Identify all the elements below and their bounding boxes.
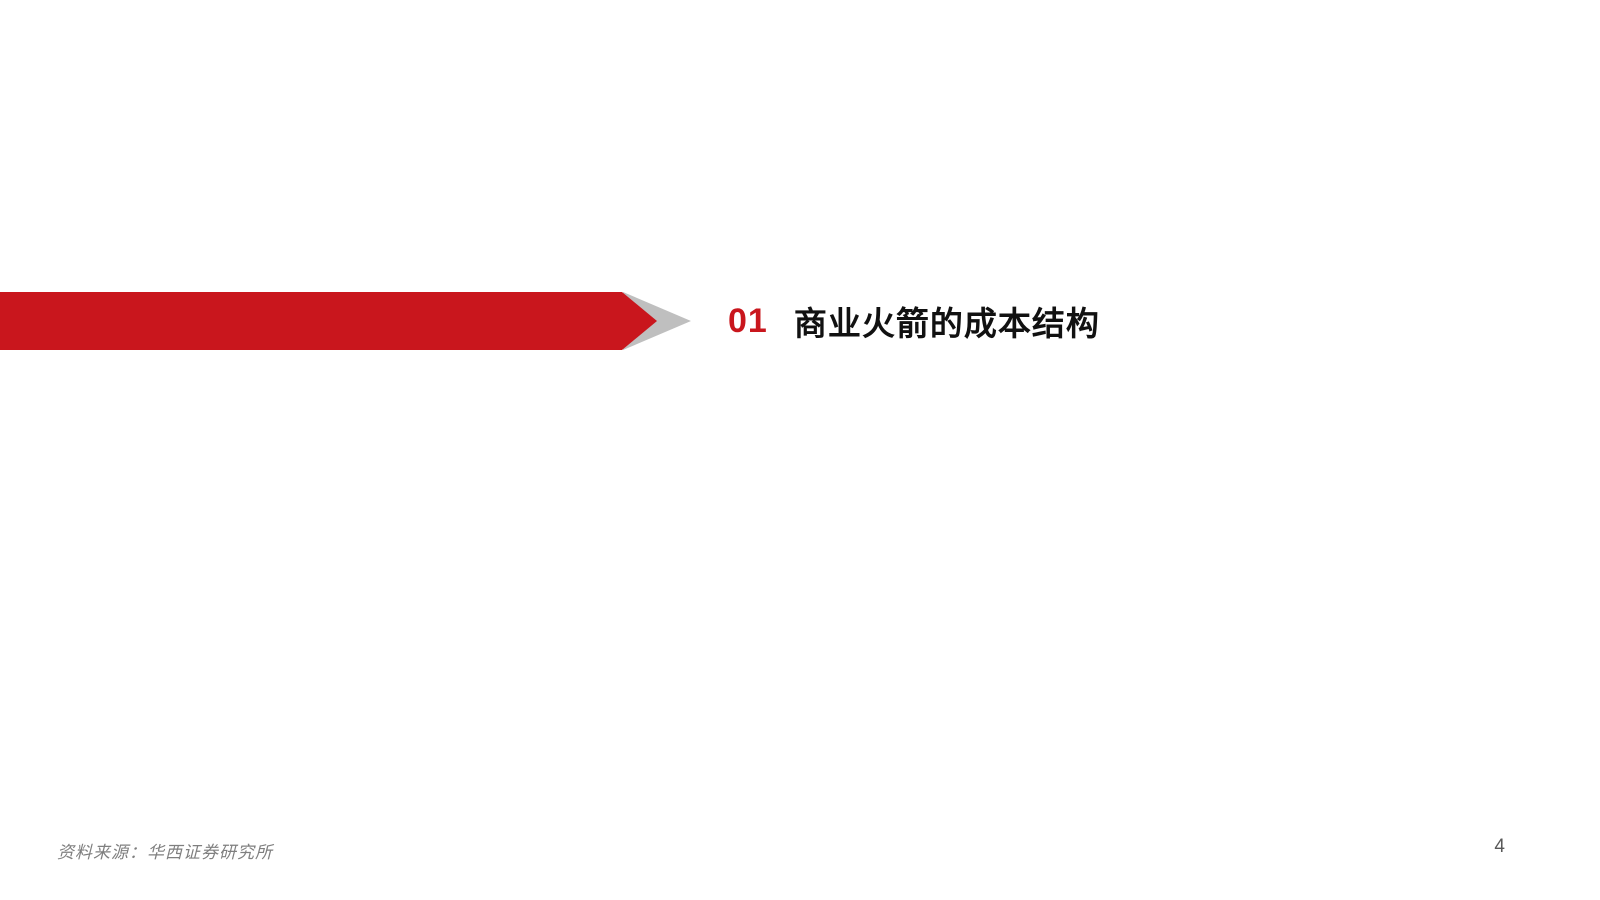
section-banner: [0, 292, 1600, 350]
section-number: 01: [728, 301, 768, 340]
banner-arrow-icon: [0, 292, 657, 350]
footer-source-text: 资料来源：华西证券研究所: [57, 843, 273, 862]
page-title: 商业火箭的成本结构: [793, 305, 1100, 342]
page-number: 4: [1494, 836, 1505, 857]
section-heading: 01 商业火箭的成本结构: [728, 292, 1100, 350]
